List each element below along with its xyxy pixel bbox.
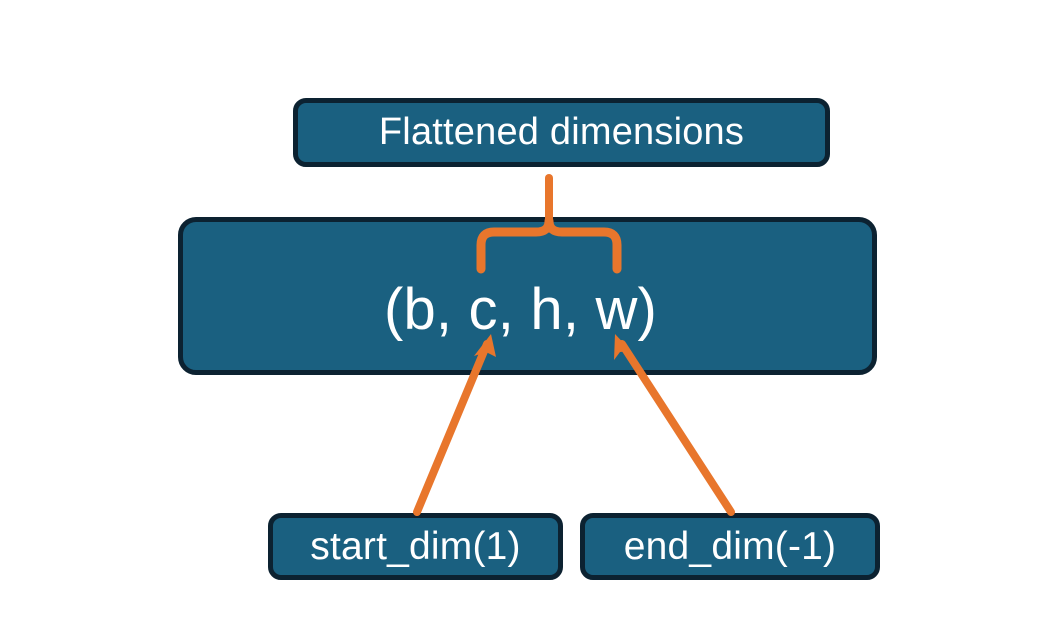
tensor-shape-label: (b, c, h, w) <box>383 277 658 342</box>
start-dim-label: start_dim(1) <box>310 524 521 568</box>
end-dim-box: end_dim(-1) <box>580 513 880 580</box>
start-dim-box: start_dim(1) <box>268 513 563 580</box>
flattened-dimensions-label: Flattened dimensions <box>378 111 745 153</box>
tensor-shape-box: (b, c, h, w) <box>178 217 877 375</box>
end-dim-label: end_dim(-1) <box>623 524 837 568</box>
flattened-dimensions-box: Flattened dimensions <box>293 98 830 167</box>
